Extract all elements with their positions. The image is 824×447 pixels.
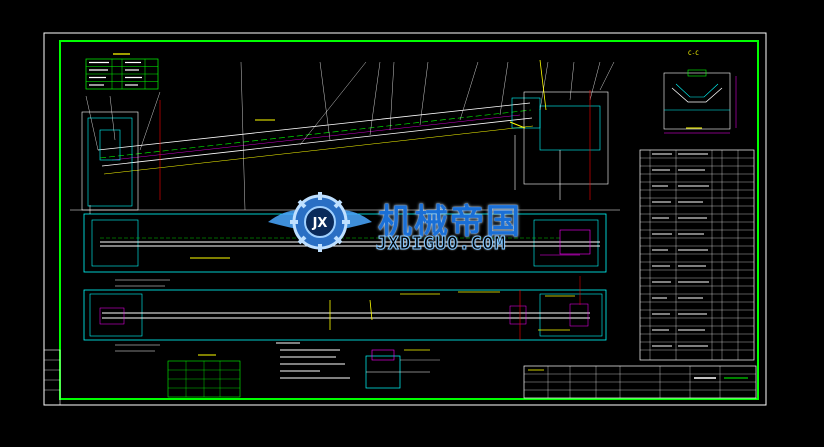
left-margin-strip	[43, 349, 61, 406]
section-view-cc	[663, 69, 737, 134]
plan-view-lower	[83, 276, 607, 352]
title-block	[523, 365, 757, 399]
bottom-parameter-table	[167, 354, 241, 398]
parameter-table-top	[85, 53, 159, 90]
svg-text:JX: JX	[312, 216, 328, 231]
watermark-title: 机械帝国	[378, 202, 522, 242]
technical-notes	[276, 342, 350, 379]
elevation-view	[70, 59, 620, 211]
section-label: C-C	[688, 50, 699, 57]
outer-border	[43, 32, 767, 406]
watermark-logo-icon: JX	[268, 192, 372, 252]
detail-view	[365, 349, 440, 389]
inner-frame	[59, 40, 759, 400]
watermark-subtitle: JXDIGUO.COM	[375, 233, 507, 255]
parts-list	[639, 149, 755, 361]
